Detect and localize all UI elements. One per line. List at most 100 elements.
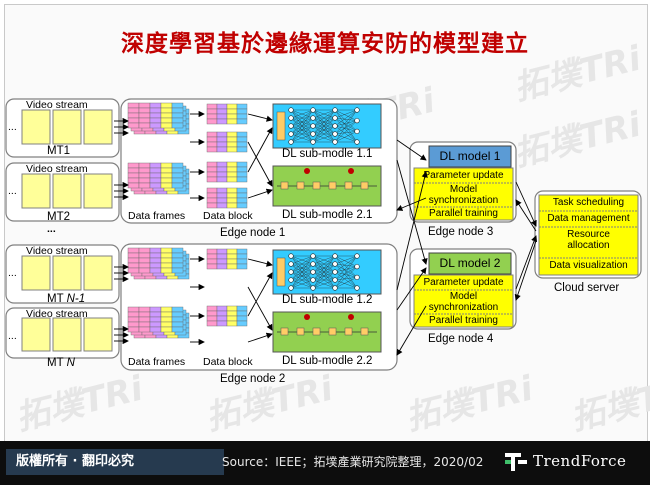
grid-cell <box>216 263 228 270</box>
dl-submodel-1-1 <box>272 103 382 149</box>
grid-cell <box>160 326 173 333</box>
net-edge <box>334 109 358 143</box>
chain-node <box>296 327 305 336</box>
dl-submodel-2-2 <box>272 311 382 353</box>
grid-cell <box>149 167 162 174</box>
data-block-grid <box>206 248 248 270</box>
net-edge <box>312 279 336 289</box>
grid-cell <box>226 253 238 260</box>
net-edge <box>334 117 358 143</box>
grid-cell <box>226 202 238 209</box>
chain-node <box>344 181 353 190</box>
chain-node <box>280 181 289 190</box>
net-edge <box>334 266 358 281</box>
net-edge <box>312 133 336 143</box>
grid-cell <box>216 192 228 199</box>
grid-cell <box>160 167 173 174</box>
copyright-notice: 版權所有 · 翻印必究 <box>6 449 224 475</box>
source-note: Source：IEEE；拓墣產業研究院整理，2020/02 <box>222 455 484 469</box>
net-edge <box>290 255 314 281</box>
grid-cell <box>138 262 151 269</box>
grid-cell <box>127 316 140 323</box>
grid-cell <box>216 118 228 125</box>
grid-cell <box>138 117 151 124</box>
grid-cell <box>160 257 173 264</box>
grid-cell <box>138 162 151 169</box>
net-edge <box>334 255 358 265</box>
grid-cell <box>127 306 140 313</box>
grid-cell <box>149 112 162 119</box>
edge-node-1-label: Edge node 1 <box>220 227 286 239</box>
grid-cell <box>236 253 248 260</box>
dl-model-2-items-box <box>413 274 514 328</box>
grid-cell <box>127 107 140 114</box>
data-block-grid <box>206 187 248 209</box>
grid-cell <box>171 262 184 269</box>
net-edge <box>290 271 314 289</box>
grid-cell <box>236 108 248 115</box>
grid-cell <box>138 172 151 179</box>
grid-cell <box>226 131 238 138</box>
net-node <box>332 115 338 121</box>
dl-model-2-title: DL model 2 <box>439 256 501 270</box>
grid-cell <box>236 131 248 138</box>
grid-cell <box>206 103 218 110</box>
grid-cell <box>206 131 218 138</box>
grid-cell <box>226 315 238 322</box>
grid-cell <box>206 118 218 125</box>
net-node <box>288 115 294 121</box>
grid-cell <box>216 315 228 322</box>
net-edge <box>334 109 358 132</box>
grid-cell <box>206 253 218 260</box>
net-node <box>310 253 316 259</box>
submodel-label: DL sub-modle 2.1 <box>282 209 373 221</box>
net-edge <box>334 109 358 119</box>
camera-label-mt1: MT1 <box>47 145 71 157</box>
grid-cell <box>236 197 248 204</box>
net-edge <box>334 133 358 143</box>
grid-cell <box>160 177 173 184</box>
grid-cell <box>149 267 162 274</box>
grid-cell <box>236 113 248 120</box>
net-edge <box>334 120 358 135</box>
grid-cell <box>216 176 228 183</box>
grid-cell <box>236 258 248 265</box>
camera-group-mt2 <box>5 162 120 222</box>
grid-cell <box>127 167 140 174</box>
net-edge <box>334 120 358 127</box>
grid-cell <box>149 107 162 114</box>
net-node <box>332 269 338 275</box>
grid-cell <box>149 177 162 184</box>
grid-cell <box>226 136 238 143</box>
grid-cell <box>160 267 173 274</box>
data-frames-grid <box>127 102 190 135</box>
grid-cell <box>226 192 238 199</box>
grid-cell <box>216 161 228 168</box>
cloud-items-box <box>538 194 639 276</box>
grid-cell <box>171 306 184 313</box>
grid-cell <box>149 316 162 323</box>
grid-cell <box>138 247 151 254</box>
chain-marker <box>304 168 310 174</box>
grid-cell <box>206 258 218 265</box>
chain-node <box>296 181 305 190</box>
grid-cell <box>127 311 140 318</box>
camera-dots: ... <box>8 330 17 342</box>
net-edge <box>334 255 358 289</box>
model-item: Model synchronization <box>428 291 499 313</box>
model-item: Parallel training <box>429 208 498 219</box>
chain-marker <box>304 314 310 320</box>
grid-cell <box>236 166 248 173</box>
data-frames-grid <box>127 306 190 339</box>
chain-node <box>280 327 289 336</box>
net-node <box>288 285 294 291</box>
net-edge <box>334 255 358 278</box>
grid-cell <box>149 262 162 269</box>
grid-cell <box>127 117 140 124</box>
net-edge <box>334 109 358 121</box>
grid-cell <box>216 103 228 110</box>
grid-cell <box>216 187 228 194</box>
grid-cell <box>236 248 248 255</box>
grid-cell <box>160 247 173 254</box>
grid-cell <box>226 118 238 125</box>
